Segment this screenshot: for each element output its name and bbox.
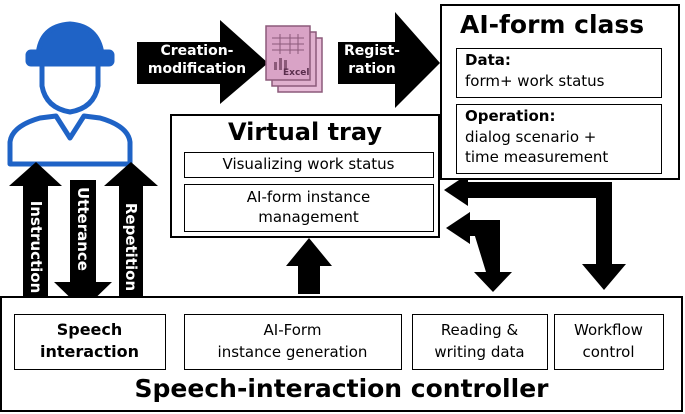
speech-interaction-box: Speech interaction [14, 314, 166, 370]
operation-heading: Operation: [465, 107, 556, 125]
workflow-control-label: Workflow control [555, 319, 662, 363]
speech-line1: Speech [56, 320, 123, 339]
creation-label-line2: modification [147, 61, 247, 77]
excel-icon-label: Excel [283, 68, 310, 78]
registration-arrow [338, 12, 440, 108]
generation-to-tray-arrow [286, 238, 332, 294]
workflow-control-box: Workflow control [554, 314, 664, 370]
speech-interaction-label: Speech interaction [15, 319, 164, 363]
workflow-line2: control [582, 343, 635, 361]
registration-label-line1: Regist- [344, 43, 400, 59]
creation-arrow-label: Creation- modification [142, 42, 252, 78]
ai-form-instance-management-label: AI-form instance management [185, 187, 432, 227]
utterance-arrow [54, 180, 112, 310]
ai-form-data-box: Data: form+ work status [456, 48, 662, 98]
utterance-label: Utterance [74, 187, 92, 271]
creation-arrow [137, 20, 268, 104]
reading-writing-data-box: Reading & writing data [412, 314, 548, 370]
operation-line1: dialog scenario + [465, 128, 597, 146]
workflow-line1: Workflow [574, 321, 643, 339]
speech-interaction-controller-title: Speech-interaction controller [134, 374, 549, 403]
reading-writing-double-arrow [446, 212, 512, 292]
workflow-double-arrow [444, 174, 626, 290]
instance-management-line1: AI-form instance [246, 188, 371, 206]
registration-label-line2: ration [348, 61, 396, 77]
data-text: form+ work status [465, 72, 605, 90]
visualizing-work-status-box: Visualizing work status [184, 152, 434, 178]
instruction-label: Instruction [27, 200, 45, 294]
user-icon [7, 21, 133, 167]
registration-arrow-label: Regist- ration [342, 42, 402, 78]
creation-label-line1: Creation- [160, 43, 234, 59]
ai-form-instance-generation-box: AI-Form instance generation [184, 314, 402, 370]
speech-interaction-controller-box: Speech interaction AI-Form instance gene… [0, 296, 683, 412]
virtual-tray-box: Virtual tray Visualizing work status AI-… [170, 114, 440, 238]
repetition-arrow [104, 162, 158, 312]
repetition-label: Repetition [122, 202, 140, 292]
ai-form-class-box: AI-form class Data: form+ work status Op… [440, 4, 680, 180]
visualizing-work-status-label: Visualizing work status [222, 155, 395, 173]
aiform-line2: instance generation [217, 343, 368, 361]
virtual-tray-title: Virtual tray [228, 118, 382, 146]
ai-form-instance-generation-label: AI-Form instance generation [185, 319, 400, 363]
aiform-line1: AI-Form [263, 321, 322, 339]
instance-management-line2: management [258, 208, 359, 226]
operation-line2: time measurement [465, 148, 609, 166]
excel-icon [265, 25, 323, 93]
data-heading: Data: [465, 51, 511, 69]
instruction-arrow [9, 162, 62, 312]
ai-form-instance-management-box: AI-form instance management [184, 184, 434, 232]
ai-form-class-title: AI-form class [460, 10, 645, 39]
ai-form-operation-box: Operation: dialog scenario + time measur… [456, 104, 662, 174]
speech-line2: interaction [39, 342, 140, 361]
reading-line1: Reading & [440, 321, 519, 339]
reading-line2: writing data [434, 343, 525, 361]
reading-writing-data-label: Reading & writing data [413, 319, 546, 363]
